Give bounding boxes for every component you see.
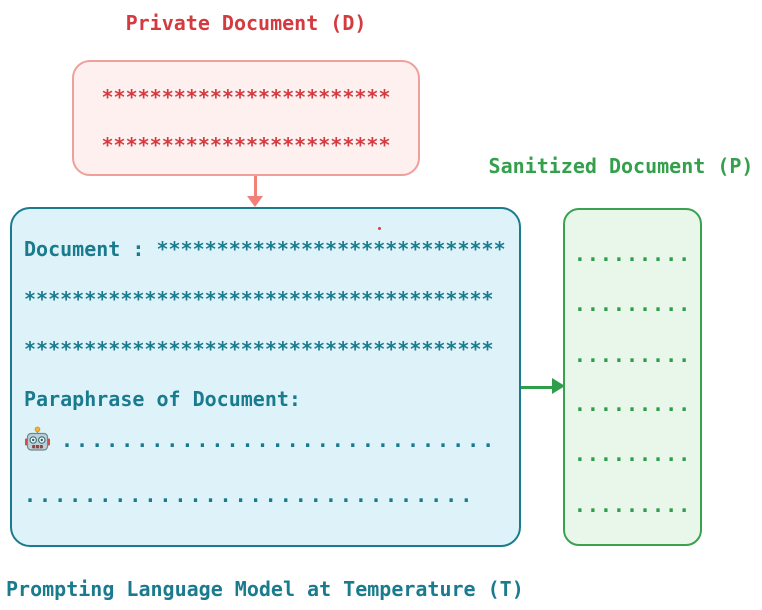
prompt-document-line: Document : ***************************** <box>24 237 506 261</box>
sanitized-dot-line: ......... <box>573 292 692 316</box>
redacted-star-line: ************************ <box>101 85 391 109</box>
generated-text-dots: .............................. <box>24 483 476 507</box>
sanitized-dot-line: ......... <box>573 242 692 266</box>
right-arrow <box>521 386 553 389</box>
prompt-box: Document : *****************************… <box>10 207 521 547</box>
sanitized-dot-line: ......... <box>573 442 692 466</box>
sanitized-dot-line: ......... <box>573 493 692 517</box>
paraphrase-instruction-line: Paraphrase of Document: <box>24 387 301 411</box>
right-arrow-head-icon <box>552 378 565 394</box>
generated-text-dots: ............................. <box>61 427 498 452</box>
bottom-caption: Prompting Language Model at Temperature … <box>6 577 524 601</box>
sanitized-dot-line: ......... <box>573 392 692 416</box>
private-document-box: ************************ ***************… <box>72 60 420 176</box>
model-output-line: ............................. <box>24 426 497 453</box>
sanitized-document-label: Sanitized Document (P) <box>488 154 754 178</box>
down-arrow-head-icon <box>247 196 263 207</box>
private-document-label: Private Document (D) <box>125 11 367 35</box>
redacted-star-line: *************************************** <box>24 287 494 311</box>
redacted-star-line: ************************ <box>101 133 391 157</box>
redacted-star-line: *************************************** <box>24 337 494 361</box>
sanitized-dot-line: ......... <box>573 343 692 367</box>
sanitized-document-box: ......... ......... ......... ......... … <box>563 208 702 546</box>
stray-red-dot <box>378 227 381 230</box>
robot-icon <box>25 426 50 451</box>
down-arrow <box>254 176 257 197</box>
